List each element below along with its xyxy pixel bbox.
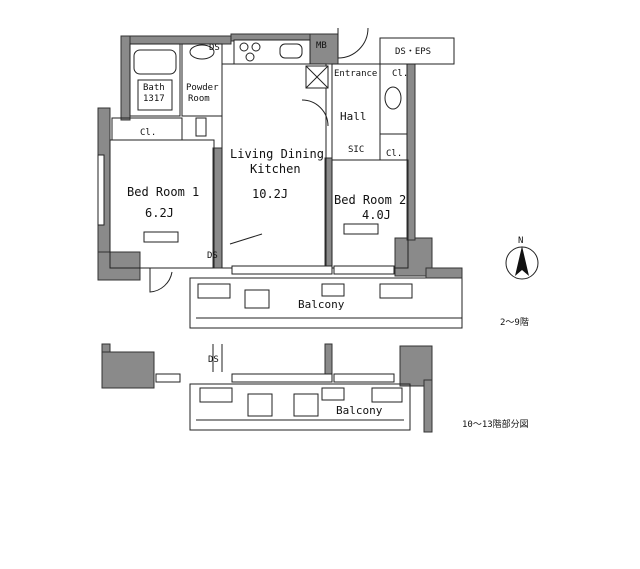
toilet-closet-label: Cl. — [392, 69, 408, 79]
bed2-label: Bed Room 2 — [334, 193, 406, 207]
balcony-lower-outline — [189, 383, 411, 431]
balcony-upper-label: Balcony — [298, 298, 345, 311]
balcony-lower-label: Balcony — [336, 404, 383, 417]
sw-column — [97, 251, 141, 281]
bed1-window-door — [149, 268, 173, 293]
shoe-closet-label: SIC — [348, 145, 364, 155]
washer — [195, 117, 207, 137]
lower-outdoor-unit-1 — [247, 393, 273, 417]
bath-label: Bath — [143, 83, 165, 93]
bed1-window — [97, 154, 105, 226]
ac-unit-1 — [197, 283, 231, 299]
closet-left-outline — [111, 117, 183, 141]
balcony-wall-right — [425, 267, 463, 279]
compass-north: N — [518, 236, 523, 246]
ldk-label-line2: Kitchen — [250, 162, 301, 176]
powder-outline — [181, 43, 223, 117]
closet-right-label: Cl. — [386, 149, 402, 159]
ldk-door — [301, 99, 329, 127]
closet-left-label: Cl. — [140, 128, 156, 138]
ldk-size: 10.2J — [252, 187, 288, 201]
bath-floor — [137, 79, 173, 111]
lower-drain — [321, 387, 345, 401]
lower-sw-column — [101, 351, 155, 389]
ds-eps-label: DS・EPS — [395, 47, 431, 57]
floors-upper-note: 2〜9階 — [500, 317, 529, 328]
ldk-floor-mark — [229, 233, 263, 245]
mb-label: MB — [316, 41, 327, 51]
bed1-floor-mark — [143, 231, 179, 243]
burner-1 — [239, 42, 249, 52]
bed2-size: 4.0J — [362, 208, 391, 222]
bath-outline — [129, 43, 181, 117]
hall-label: Hall — [340, 110, 367, 123]
ldk-label-line1: Living Dining — [230, 147, 324, 161]
toilet — [384, 86, 402, 110]
ac-unit-2 — [379, 283, 413, 299]
drain — [321, 283, 345, 297]
upper-plan — [97, 27, 463, 329]
bed2-window — [333, 265, 395, 275]
compass: N — [505, 236, 539, 280]
ds-eps-box — [379, 37, 455, 65]
ds-label: DS — [209, 43, 220, 53]
entrance-door — [337, 27, 369, 59]
compass-needle — [515, 246, 529, 276]
lower-ac-unit-1 — [199, 387, 233, 403]
lower-bed2-window — [333, 373, 395, 383]
bed2-floor-mark — [343, 223, 379, 235]
balcony-upper-outline — [189, 277, 463, 329]
bathtub — [133, 49, 177, 75]
ldk-window — [231, 265, 333, 275]
powder-label: Powder — [186, 83, 219, 93]
bath-size: 1317 — [143, 94, 165, 104]
closet-right-outline — [379, 133, 408, 161]
lower-ldk-window — [231, 373, 333, 383]
lower-right-wall — [423, 379, 433, 433]
burner-3 — [245, 52, 255, 62]
floors-lower-note: 10〜13階部分図 — [462, 418, 529, 430]
lower-plan — [101, 343, 433, 433]
burner-2 — [251, 42, 261, 52]
bed1-label: Bed Room 1 — [127, 185, 199, 199]
lower-window-left — [155, 373, 181, 383]
washbasin — [189, 44, 215, 60]
bedroom1-outline — [109, 139, 215, 269]
powder-room-label: Room — [188, 94, 210, 104]
lower-se-column — [399, 345, 433, 387]
kitchen-sink — [279, 43, 303, 59]
outdoor-unit — [244, 289, 270, 309]
left-wall-upper — [120, 35, 131, 121]
ds-partial-label: DS — [208, 355, 219, 365]
lower-mid-wall — [324, 343, 333, 375]
bed1-size: 6.2J — [145, 206, 174, 220]
ds-bottom-label: DS — [207, 251, 218, 261]
lower-ac-unit-2 — [371, 387, 403, 403]
entrance-label: Entrance — [334, 69, 377, 79]
lower-outdoor-unit-2 — [293, 393, 319, 417]
